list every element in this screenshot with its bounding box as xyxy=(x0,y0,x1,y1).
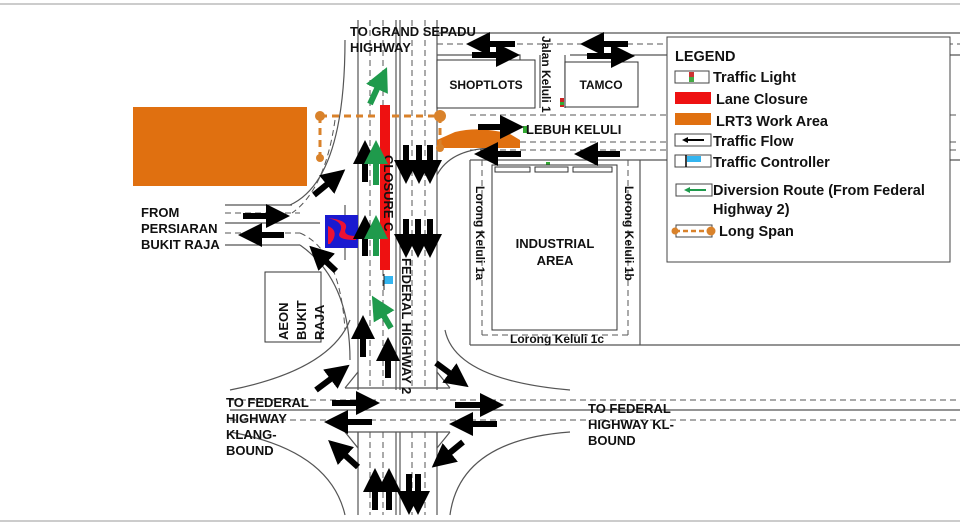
jalan-keluli-label: Jalan Keluli 1 xyxy=(539,36,553,113)
legend-label: Traffic Light xyxy=(713,70,796,86)
lrt3-work-area xyxy=(133,107,307,186)
tamco-label: TAMCO xyxy=(579,78,622,92)
shoplots-label: SHOPTLOTS xyxy=(449,78,522,92)
aeon-building xyxy=(264,271,322,343)
petrol-station-icon xyxy=(325,215,358,248)
traffic-flow-arrow xyxy=(431,439,465,468)
persiaran-label: FROM xyxy=(141,205,179,220)
klang-bound-label: TO FEDERAL xyxy=(226,395,309,410)
traffic-controller-flag-icon xyxy=(383,274,393,290)
aeon-label: RAJA xyxy=(312,304,327,340)
lane-closure-swatch xyxy=(675,92,711,104)
lebuh-keluli-label: LEBUH KELULI xyxy=(526,122,621,137)
kl-bound-label: HIGHWAY KL- xyxy=(588,417,674,432)
traffic-flow-arrows xyxy=(238,32,635,515)
grand-sepadu-label: HIGHWAY xyxy=(350,40,411,55)
lorong-keluli-1b-label: Lorong Keluli 1b xyxy=(622,186,636,281)
kl-bound-label: TO FEDERAL xyxy=(588,401,671,416)
legend-label: Diversion Route (From Federal xyxy=(713,183,925,199)
grand-sepadu-label: TO GRAND SEPADU xyxy=(350,24,476,39)
industrial-area-building xyxy=(491,164,618,331)
persiaran-road xyxy=(225,204,320,246)
legend-label: LRT3 Work Area xyxy=(716,114,829,130)
traffic-flow-arrow xyxy=(314,364,350,393)
lorong-keluli-1a-label: Lorong Keluli 1a xyxy=(473,186,487,280)
legend-box xyxy=(666,36,951,263)
traffic-flow-arrow xyxy=(434,360,469,388)
federal-highway-label: FEDERAL HIGHWAY 2 xyxy=(399,258,414,394)
diversion-arrow xyxy=(371,295,395,330)
diversion-route-arrows xyxy=(364,67,395,330)
aeon-label: AEON xyxy=(276,302,291,340)
legend-label: Long Span xyxy=(719,224,794,240)
legend-label: Traffic Controller xyxy=(713,155,830,171)
persiaran-label: PERSIARAN xyxy=(141,221,218,236)
kl-bound-label: BOUND xyxy=(588,433,636,448)
traffic-flow-arrow xyxy=(328,439,361,470)
aeon-label: BUKIT xyxy=(294,300,309,340)
diversion-arrow xyxy=(366,67,388,106)
persiaran-label: BUKIT RAJA xyxy=(141,237,220,252)
legend: LEGEND Traffic Light Lane Closure LRT3 W… xyxy=(666,36,951,263)
klang-bound-label: KLANG- xyxy=(226,427,277,442)
lane-closure-c xyxy=(380,105,390,270)
shoplots-building xyxy=(436,59,536,109)
industrial-label: INDUSTRIAL xyxy=(516,236,595,251)
lorong-keluli-1c-label: Lorong Keluli 1c xyxy=(510,332,604,346)
industrial-area-annex xyxy=(494,166,613,173)
traffic-flow-arrow xyxy=(312,169,346,198)
klang-bound-label: BOUND xyxy=(226,443,274,458)
klang-bound-label: HIGHWAY xyxy=(226,411,287,426)
legend-label: Lane Closure xyxy=(716,92,808,108)
tamco-building xyxy=(564,61,639,108)
legend-title: LEGEND xyxy=(675,49,735,65)
traffic-flow-arrow xyxy=(309,245,339,274)
legend-label: Highway 2) xyxy=(713,202,790,218)
legend-label: Traffic Flow xyxy=(713,134,794,150)
lrt3-work-area-lebuh-keluli xyxy=(437,129,520,148)
industrial-label: AREA xyxy=(537,253,574,268)
closure-c-label: CLOSURE C xyxy=(381,155,396,232)
lrt3-work-area-swatch xyxy=(675,113,711,125)
